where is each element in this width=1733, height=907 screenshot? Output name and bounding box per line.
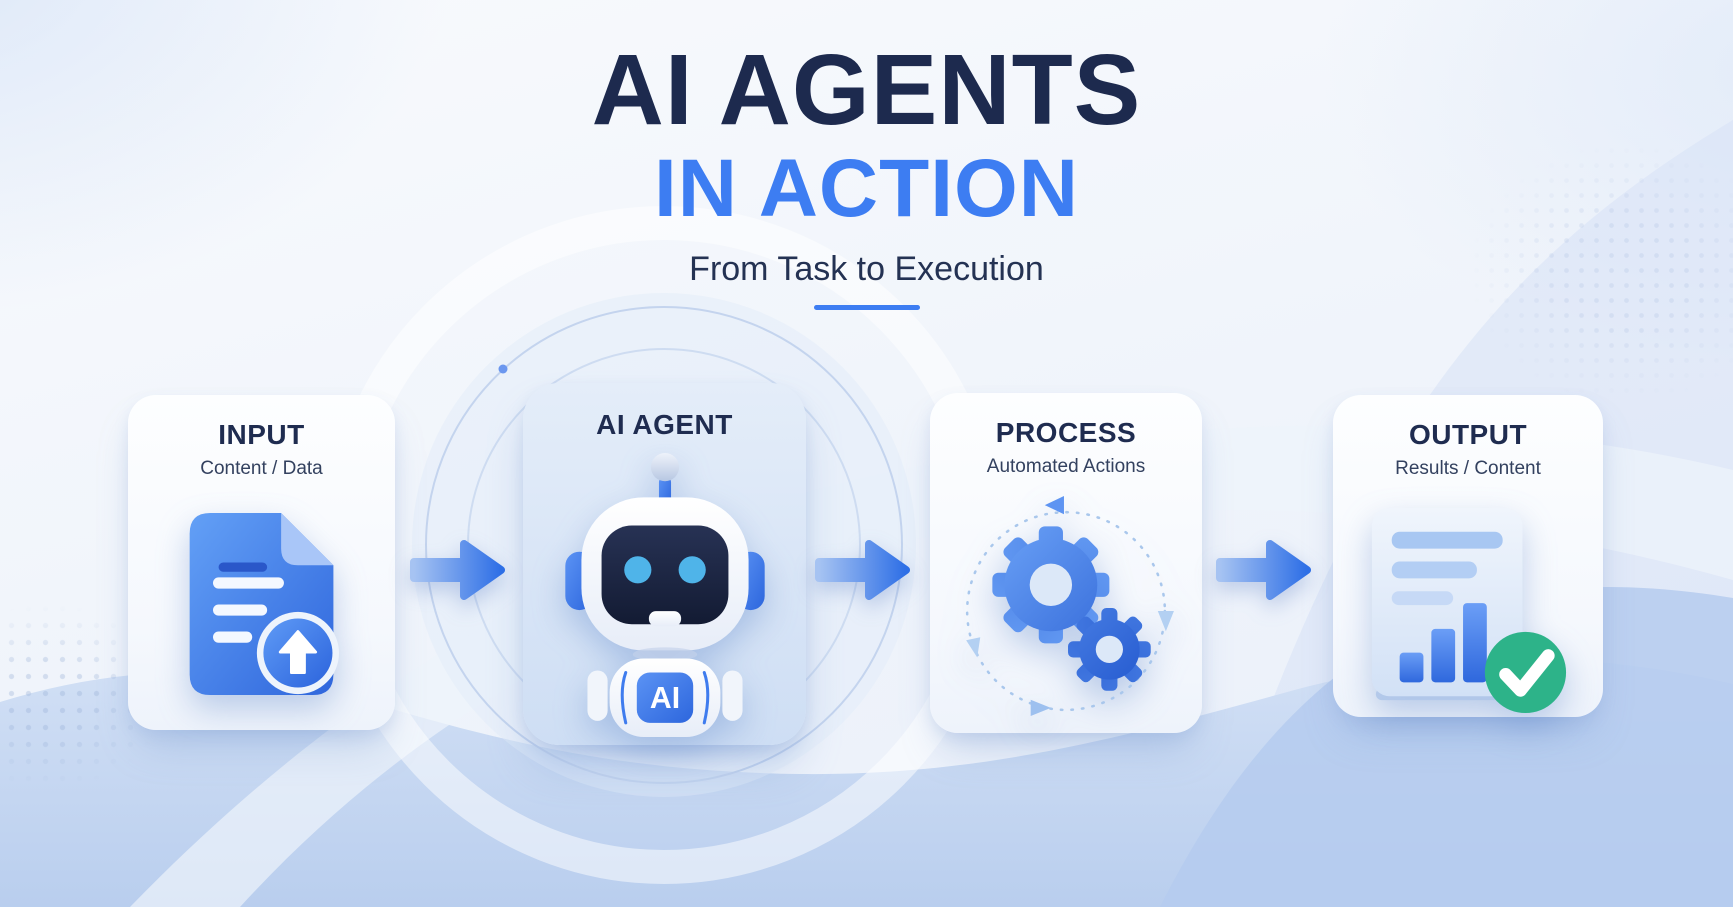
cycle-arrowhead-right	[1157, 611, 1174, 632]
document-text-line	[212, 577, 284, 589]
process-card-title: PROCESS	[995, 417, 1137, 448]
flow-arrow-3	[1216, 540, 1311, 600]
output-card-subtitle: Results / Content	[1395, 458, 1541, 479]
report-text-line	[1391, 591, 1454, 606]
process-card: PROCESS Automated Actions	[930, 393, 1202, 733]
cycle-arrowhead-bottom	[1030, 699, 1051, 716]
input-card-title: INPUT	[218, 419, 305, 450]
flow-arrow-2	[815, 540, 910, 600]
ai-agent-card-title: AI AGENT	[596, 409, 733, 440]
ai-badge-label: AI	[649, 682, 679, 715]
document-upload-icon	[189, 513, 339, 695]
robot-eye-left	[623, 556, 651, 584]
gear-small-hole	[1095, 635, 1123, 663]
robot-icon: AI	[564, 453, 765, 737]
header: AI AGENTS IN ACTION From Task to Executi…	[0, 38, 1733, 310]
tagline-underline	[813, 305, 920, 310]
robot-arm-left	[586, 670, 608, 721]
main-title: AI AGENTS	[591, 34, 1142, 146]
robot-arm-right	[721, 670, 743, 721]
process-card-subtitle: Automated Actions	[986, 456, 1146, 477]
success-check-badge	[1484, 631, 1567, 714]
input-card-subtitle: Content / Data	[200, 458, 323, 479]
report-text-line	[1391, 531, 1503, 549]
robot-eye-right	[678, 556, 706, 584]
antenna-ball	[650, 453, 679, 482]
robot-mouth	[648, 611, 681, 627]
document-fold	[280, 513, 333, 566]
robot-face-screen	[601, 525, 728, 625]
report-check-icon	[1371, 508, 1567, 714]
document-text-line	[212, 604, 267, 616]
ring-dot	[498, 364, 508, 374]
document-accent-line	[218, 562, 267, 572]
flow-arrow-1	[410, 540, 505, 600]
gear-small	[1068, 608, 1151, 691]
document-text-line	[212, 631, 252, 643]
output-card-title: OUTPUT	[1408, 419, 1528, 450]
output-card: OUTPUT Results / Content	[1333, 395, 1603, 717]
cycle-arrowhead-top	[1044, 496, 1064, 515]
input-card: INPUT Content / Data	[128, 395, 395, 730]
gear-large-hole	[1029, 563, 1073, 606]
main-title-accent: IN ACTION	[653, 143, 1080, 234]
gears-cycle-icon	[965, 496, 1174, 716]
tagline: From Task to Execution	[689, 250, 1044, 288]
report-text-line	[1391, 561, 1477, 579]
ai-agent-card: AI AGENT	[523, 383, 806, 745]
